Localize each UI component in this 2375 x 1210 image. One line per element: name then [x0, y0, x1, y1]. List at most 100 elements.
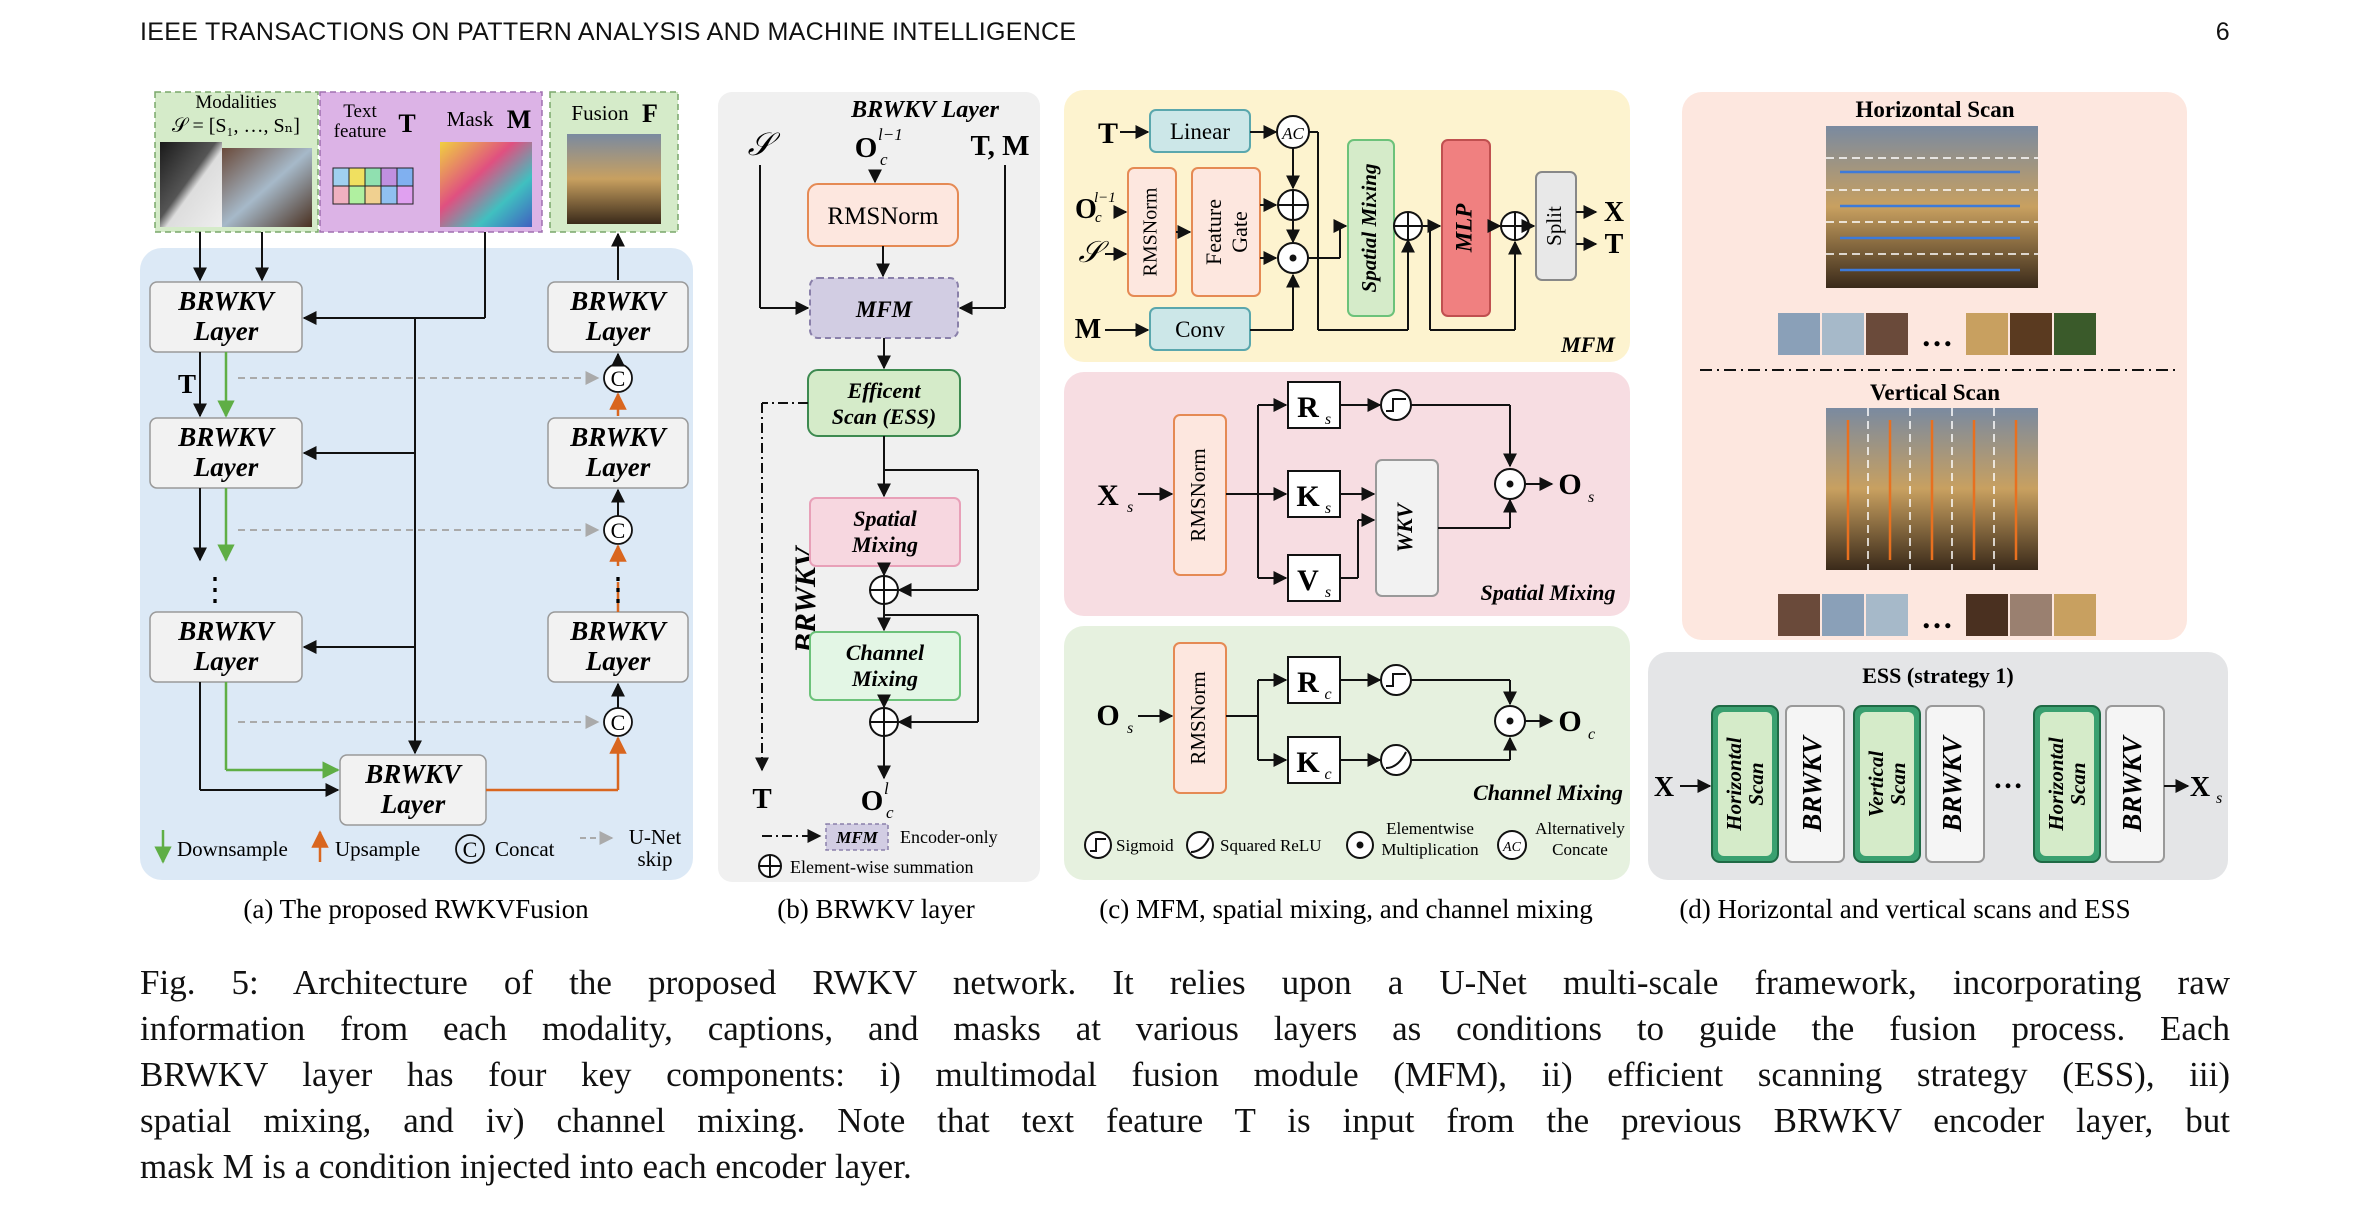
mask-image — [440, 142, 532, 227]
mfm-in-o-sub: c — [1095, 210, 1102, 226]
spatial-line2: Mixing — [851, 532, 918, 557]
channel-rmsnorm-box — [1173, 642, 1227, 794]
architecture-figure: Modalities 𝒮 = [S₁, …, Sₙ] Text feature … — [140, 90, 2228, 924]
ess-hscan-1-line2: Scan — [1744, 762, 1768, 805]
r-sub: s — [1325, 411, 1331, 428]
legend-alt1: Alternatively — [1535, 819, 1625, 838]
legend-elem2: Multiplication — [1381, 840, 1479, 859]
linear-label: Linear — [1170, 119, 1230, 144]
r-box — [1287, 381, 1341, 429]
mfm-box — [809, 277, 959, 339]
legend-concat: Concat — [495, 837, 555, 861]
kc-label: K — [1296, 746, 1320, 779]
encoder-layer-1-line2: Layer — [193, 316, 259, 346]
encoder-dots: ⋮ — [199, 571, 231, 607]
mfm-in-t: T — [1098, 117, 1118, 150]
ess-hscan-2-line2: Scan — [2066, 762, 2090, 805]
ac-label: AC — [1281, 124, 1304, 143]
legend-concat-symbol: C — [463, 837, 478, 862]
figure-caption: Fig. 5: Architecture of the proposed RWK… — [140, 960, 2230, 1190]
ess-line1: Efficent — [847, 378, 922, 403]
concat-1-symbol: C — [611, 366, 626, 391]
mfm-in-m: M — [1075, 314, 1101, 345]
horizontal-scan-title: Horizontal Scan — [1855, 97, 2014, 122]
ess-brwkv-1 — [1785, 705, 1845, 863]
panel-b: BRWKV Layer 𝒮 O l−1 c T, M RMSNorm MFM E… — [718, 92, 1040, 924]
k-sub: s — [1325, 500, 1331, 517]
channel-in-sub: s — [1127, 720, 1133, 737]
legend-upsample: Upsample — [335, 837, 420, 861]
input-o-sup: l−1 — [878, 125, 903, 144]
text-feature-line2: feature — [334, 121, 387, 142]
decoder-layer-3-line2: Layer — [585, 646, 651, 676]
ess-out: X — [2190, 772, 2210, 803]
decoder-layer-1 — [547, 281, 689, 353]
ess-title: ESS (strategy 1) — [1862, 663, 2014, 688]
k-label: K — [1296, 480, 1320, 513]
spatial-out-sub: s — [1588, 489, 1594, 506]
caption-line-3: BRWKV layer has four key components: i) … — [140, 1055, 2230, 1094]
input-o-sub: c — [880, 150, 888, 169]
spatial-in-sub: s — [1127, 499, 1133, 516]
legend-downsample: Downsample — [177, 837, 288, 861]
mfm-spatial-mixing-label: Spatial Mixing — [1357, 164, 1381, 293]
channel-out-sub: c — [1588, 726, 1595, 743]
channel-in: O — [1096, 699, 1119, 732]
channel-out: O — [1558, 705, 1581, 738]
concat-2-symbol: C — [611, 518, 626, 543]
legend-mfm: MFM — [835, 828, 878, 847]
ess-brwkv-1-label: BRWKV — [1797, 734, 1827, 833]
channel-panel-label: Channel Mixing — [1473, 780, 1623, 805]
mfm-in-o: O — [1075, 194, 1097, 225]
mask-symbol: M — [507, 105, 532, 134]
bottleneck-layer-line2: Layer — [380, 789, 446, 819]
vertical-scan-title: Vertical Scan — [1870, 380, 2000, 405]
decoder-layer-1-line2: Layer — [585, 316, 651, 346]
channel-line1: Channel — [846, 640, 925, 665]
r-label: R — [1297, 391, 1319, 424]
concat-3-symbol: C — [611, 710, 626, 735]
legend-alt2: Concate — [1552, 840, 1608, 859]
ess-brwkv-2 — [1925, 705, 1985, 863]
decoder-layer-3-line1: BRWKV — [569, 616, 668, 646]
mlp-label: MLP — [1451, 203, 1476, 254]
kc-box — [1287, 736, 1341, 784]
legend-sum: Element-wise summation — [790, 857, 973, 877]
page-number: 6 — [2215, 18, 2230, 46]
legend-relu: Squared ReLU — [1220, 836, 1322, 855]
encoder-layer-1-line1: BRWKV — [177, 286, 276, 316]
decoder-layer-1-line1: BRWKV — [569, 286, 668, 316]
spatial-panel-label: Spatial Mixing — [1480, 580, 1615, 605]
caption-line-5: mask M is a condition injected into each… — [140, 1147, 912, 1186]
caption-line-1: Fig. 5: Architecture of the proposed RWK… — [140, 963, 2230, 1002]
decoder-layer-2-line2: Layer — [585, 452, 651, 482]
spatial-line1: Spatial — [853, 506, 917, 531]
ess-vscan-line1: Vertical — [1864, 751, 1888, 818]
encoder-layer-3-line2: Layer — [193, 646, 259, 676]
decoder-dots: ⋮ — [602, 571, 634, 607]
sigmoid-node — [1380, 389, 1412, 421]
mfm-panel-label: MFM — [1560, 332, 1616, 357]
caption-line-2: information from each modality, captions… — [140, 1009, 2230, 1048]
ess-brwkv-2-label: BRWKV — [1937, 734, 1967, 833]
v-box — [1287, 554, 1341, 602]
legend-ac-symbol: AC — [1502, 840, 1522, 855]
decoder-layer-2 — [547, 417, 689, 489]
caption-line-4: spatial mixing, and iv) channel mixing. … — [140, 1101, 2230, 1140]
ess-hscan-1-line1: Horizontal — [1722, 737, 1746, 832]
legend-elem1: Elementwise — [1386, 819, 1474, 838]
mfm-label: MFM — [855, 297, 914, 322]
rc-box — [1287, 656, 1341, 704]
mfm-out-x: X — [1604, 197, 1624, 228]
encoder-layer-2-line2: Layer — [193, 452, 259, 482]
panel-a-legend: Downsample Upsample C Concat U-Net skip — [154, 825, 681, 871]
feature-gate-box — [1191, 167, 1261, 297]
text-feature-line1: Text — [343, 101, 377, 122]
ess-brwkv-3-label: BRWKV — [2117, 734, 2147, 833]
subcaption-d: (d) Horizontal and vertical scans and ES… — [1679, 894, 2130, 924]
mfm-out-t: T — [1605, 229, 1624, 260]
panel-d: Horizontal Scan … Vertical Scan — [1648, 92, 2228, 924]
vertical-dots: … — [1921, 599, 1953, 635]
legend-sigmoid: Sigmoid — [1116, 836, 1174, 855]
wkv-label: WKV — [1392, 501, 1417, 552]
